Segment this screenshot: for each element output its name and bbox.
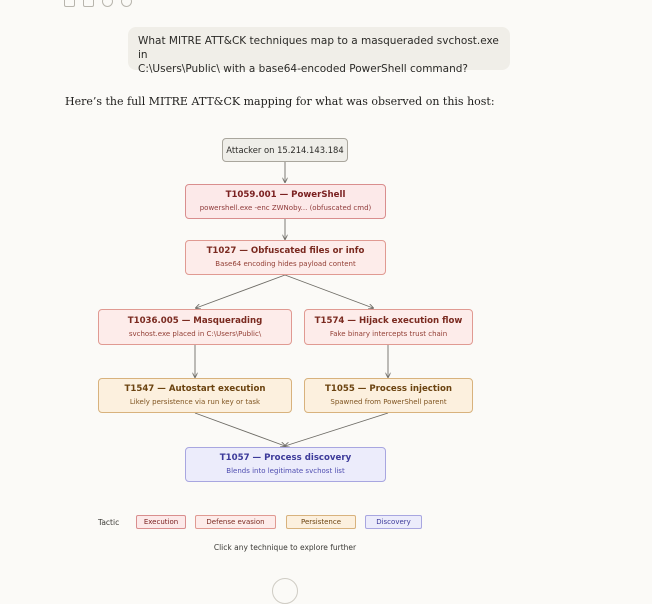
node-subtitle: Fake binary intercepts trust chain	[329, 329, 448, 338]
node-t1036-masquerading[interactable]: T1036.005 — Masquerading svchost.exe pla…	[98, 309, 292, 345]
node-title: T1059.001 — PowerShell	[225, 190, 346, 200]
assistant-intro-text: Here’s the full MITRE ATT&CK mapping for…	[65, 95, 495, 108]
user-message-bubble: What MITRE ATT&CK techniques map to a ma…	[128, 27, 510, 75]
node-subtitle: Blends into legitimate svchost list	[226, 467, 345, 475]
attack-flow-edges	[0, 162, 652, 583]
node-subtitle: powershell.exe -enc ZWNoby... (obfuscate…	[199, 204, 372, 212]
node-t1574-hijack[interactable]: T1574 — Hijack execution flow Fake binar…	[304, 309, 473, 345]
legend-label: Tactic	[98, 518, 120, 527]
legend-chip-defense-evasion[interactable]: Defense evasion	[195, 515, 276, 529]
node-subtitle: Likely persistence via run key or task	[129, 398, 261, 406]
retry-icon[interactable]	[121, 0, 132, 7]
node-subtitle: Spawned from PowerShell parent	[330, 398, 447, 406]
node-subtitle: svchost.exe placed in C:\Users\Public\	[128, 329, 262, 338]
copy-icon[interactable]	[64, 0, 75, 7]
node-attacker[interactable]: Attacker on 15.214.143.184	[222, 138, 348, 162]
footnote: Click any technique to explore further	[213, 543, 357, 552]
node-t1059-powershell[interactable]: T1059.001 — PowerShell powershell.exe -e…	[185, 184, 386, 219]
node-title: T1027 — Obfuscated files or info	[206, 246, 365, 256]
edge-t1027-t1036	[196, 274, 286, 308]
node-title: T1036.005 — Masquerading	[127, 315, 263, 326]
legend-chip-discovery[interactable]: Discovery	[365, 515, 422, 529]
node-t1055-injection[interactable]: T1055 — Process injection Spawned from P…	[304, 378, 473, 413]
edge-t1547-t1057	[194, 412, 285, 446]
node-subtitle: Base64 encoding hides payload content	[215, 260, 356, 268]
user-message-line: C:\Users\Public\ with a base64-encoded P…	[138, 63, 468, 75]
node-t1057-discovery[interactable]: T1057 — Process discovery Blends into le…	[185, 447, 386, 482]
user-message-line: What MITRE ATT&CK techniques map to a ma…	[138, 35, 499, 61]
node-title: T1574 — Hijack execution flow	[314, 315, 463, 326]
legend-chip-persistence[interactable]: Persistence	[286, 515, 356, 529]
scroll-down-button[interactable]	[272, 578, 298, 604]
legend-chip-execution[interactable]: Execution	[136, 515, 186, 529]
node-title: Attacker on 15.214.143.184	[226, 144, 344, 155]
thumbs-icon[interactable]	[102, 0, 113, 7]
edge-t1055-t1057	[285, 412, 389, 446]
message-toolbar	[64, 0, 132, 7]
node-title: T1055 — Process injection	[325, 384, 452, 394]
node-title: T1057 — Process discovery	[219, 453, 352, 463]
node-t1027-obfuscation[interactable]: T1027 — Obfuscated files or info Base64 …	[185, 240, 386, 275]
edge-t1027-t1574	[284, 274, 373, 308]
node-t1547-autostart[interactable]: T1547 — Autostart execution Likely persi…	[98, 378, 292, 413]
edit-icon[interactable]	[83, 0, 94, 7]
node-title: T1547 — Autostart execution	[124, 384, 266, 394]
